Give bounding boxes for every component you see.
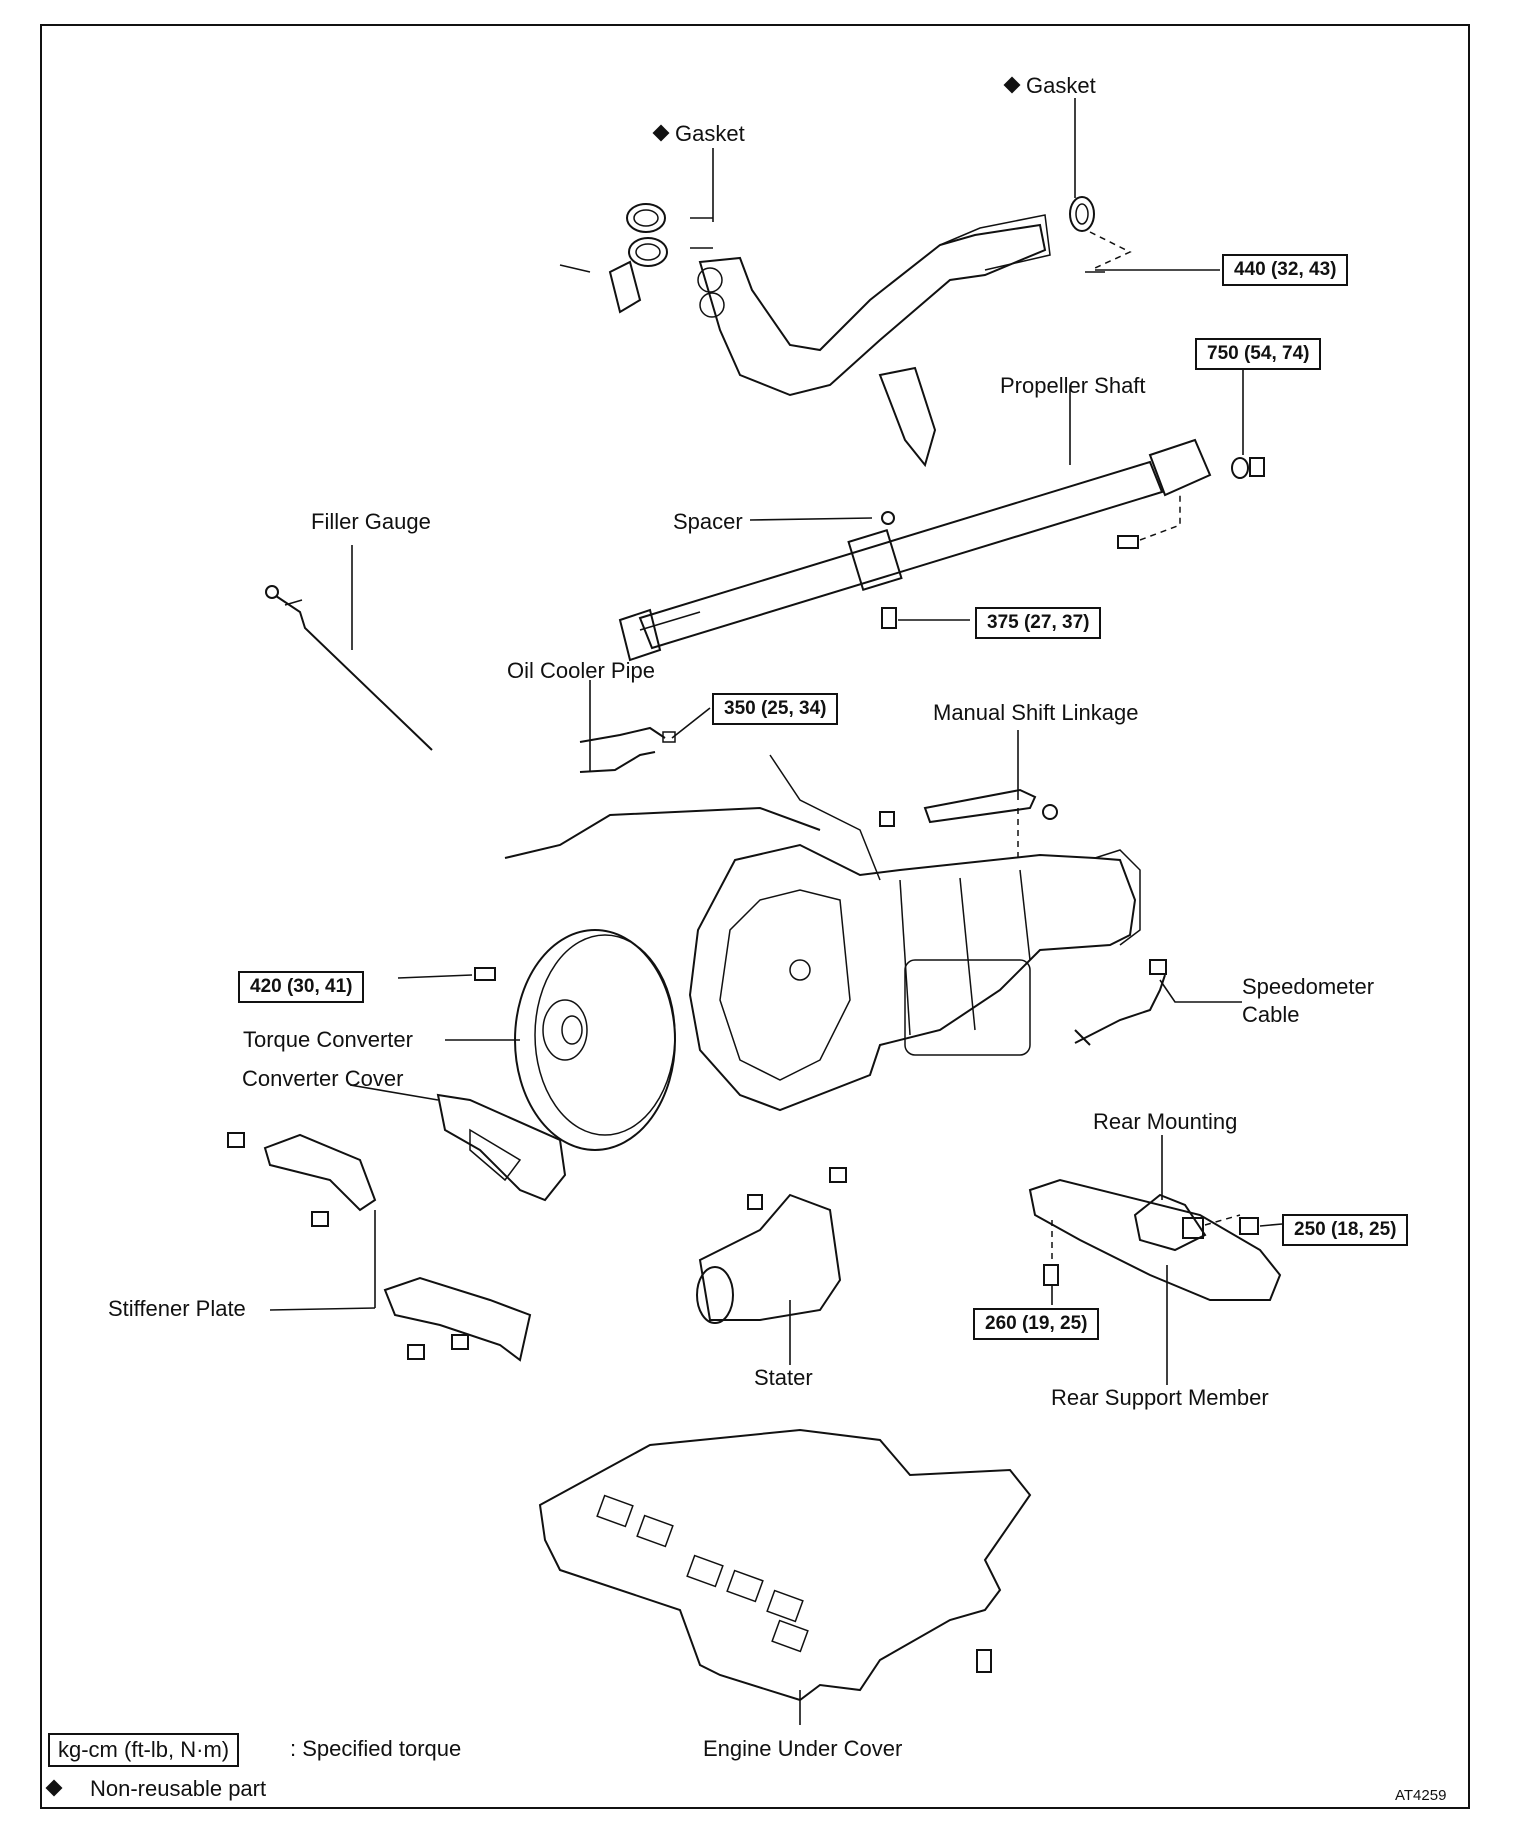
filler-gauge-label: Filler Gauge	[311, 509, 431, 534]
propeller-shaft-drawing	[618, 438, 1265, 662]
diagram-frame	[40, 24, 1470, 1809]
converter-cover-drawing	[436, 1093, 567, 1202]
starter-drawing	[696, 1167, 847, 1324]
manual-shift-linkage-drawing	[504, 788, 1058, 860]
torque-spec-250: 250 (18, 25)	[1282, 1214, 1409, 1246]
stater-label: Stater	[754, 1365, 813, 1390]
gasket-text: Gasket	[1026, 73, 1096, 98]
torque-spec-375: 375 (27, 37)	[975, 607, 1102, 639]
non-reusable-diamond-icon	[1003, 76, 1021, 94]
engine-under-cover-drawing	[538, 1428, 1032, 1702]
stiffener-plate-label: Stiffener Plate	[108, 1296, 246, 1321]
gasket-label-left: Gasket	[652, 121, 745, 147]
rear-support-member-label: Rear Support Member	[1051, 1385, 1269, 1410]
filler-gauge-drawing	[265, 585, 433, 751]
speedometer-cable-drawing	[1074, 959, 1167, 1046]
engine-under-cover-label: Engine Under Cover	[703, 1736, 903, 1761]
speedometer-label: Speedometer	[1242, 974, 1375, 999]
torque-spec-350: 350 (25, 34)	[712, 693, 839, 725]
converter-cover-label: Converter Cover	[242, 1066, 404, 1091]
non-reusable-diamond-icon	[652, 124, 670, 142]
torque-spec-260: 260 (19, 25)	[973, 1308, 1100, 1340]
legend-torque-unit-box: kg-cm (ft-lb, N·m)	[48, 1733, 240, 1767]
leader-lines	[269, 98, 1283, 1725]
torque-spec-750: 750 (54, 74)	[1195, 338, 1322, 370]
oil-cooler-pipe-label: Oil Cooler Pipe	[507, 658, 655, 683]
non-reusable-diamond-icon	[45, 1779, 63, 1797]
cable-label: Cable	[1242, 1002, 1300, 1027]
oil-cooler-pipe-drawing	[579, 726, 676, 773]
figure-reference-code: AT4259	[1395, 1787, 1447, 1804]
gasket-label-right: Gasket	[1003, 73, 1096, 99]
spacer-label: Spacer	[673, 509, 743, 534]
torque-spec-420: 420 (30, 41)	[238, 971, 365, 1003]
propeller-shaft-label: Propeller Shaft	[1000, 373, 1146, 398]
stiffener-plate-drawing	[227, 1132, 532, 1362]
transmission-drawing	[688, 754, 1141, 1112]
torque-converter-label: Torque Converter	[243, 1027, 413, 1052]
exhaust-pipe-drawing	[559, 214, 1051, 468]
legend-non-reusable: Non-reusable part	[45, 1776, 267, 1802]
manual-shift-linkage-label: Manual Shift Linkage	[933, 700, 1139, 725]
gasket-rings	[626, 196, 1132, 273]
rear-support-member-drawing	[1028, 1178, 1282, 1301]
legend-non-reusable-text: Non-reusable part	[90, 1776, 267, 1801]
rear-mounting-label: Rear Mounting	[1093, 1109, 1238, 1134]
legend-torque-description: : Specified torque	[290, 1736, 462, 1761]
torque-spec-440: 440 (32, 43)	[1222, 254, 1349, 286]
gasket-text: Gasket	[675, 121, 745, 146]
